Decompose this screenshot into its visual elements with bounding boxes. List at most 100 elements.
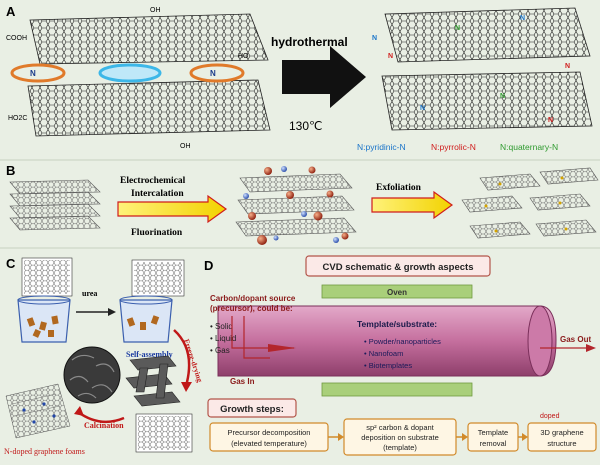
step-electrochemical-label: Electrochemical [120, 176, 186, 186]
n-atom-pyridinic-2: N [520, 15, 525, 22]
source-item-liquid: • Liquid [210, 334, 236, 343]
epoxy-highlight-center [98, 63, 162, 83]
growth-title-box [207, 398, 297, 418]
beaker-assembled-rim [119, 295, 173, 305]
go-sheet-lattice [24, 260, 70, 294]
panel-d-label: D [204, 258, 213, 273]
calcination-arrow-head [74, 406, 84, 416]
intercalated-stack [235, 166, 357, 245]
group-ho2c-label: HO2C [8, 115, 27, 122]
step-1-line-2: (elevated temperature) [231, 439, 307, 448]
n-atom-pyrrolic-2: N [388, 53, 393, 60]
n-atom-pyrrolic-3: N [548, 117, 553, 124]
foam-label: N-doped graphene foams [4, 447, 85, 456]
exfoliation-arrow [371, 190, 454, 220]
template-item-biotemplates: • Biotemplates [364, 361, 412, 370]
arrow-bottom-label: 130℃ [289, 119, 323, 133]
step-box-4 [527, 422, 597, 452]
panel-c: C urea Self-assembly [4, 256, 205, 456]
doped-label: doped [540, 413, 560, 420]
graphene-oxide-sheet-bottom [27, 79, 271, 137]
amine-n-right: N [210, 69, 216, 78]
panel-a-label: A [6, 4, 16, 19]
gas-in-label: Gas In [230, 377, 255, 386]
foam-structure [125, 355, 181, 407]
graphene-inset-lattice [138, 416, 190, 450]
go-flakes-assembled [126, 315, 160, 330]
cvd-title: CVD schematic & growth aspects [323, 262, 474, 273]
step-4-line-2: structure [547, 439, 576, 448]
oven-bottom [321, 382, 473, 397]
self-assembly-label: Self-assembly [126, 350, 173, 359]
beaker-assembled [119, 299, 173, 343]
n-atom-pyridinic-3: N [420, 105, 425, 112]
step-2-line-1: sp² carbon & dopant [366, 423, 434, 432]
source-item-solid: • Solid [210, 322, 233, 331]
amine-n-left: N [30, 69, 36, 78]
step-fluorination-label: Fluorination [131, 228, 183, 238]
go-flakes-initial [26, 315, 59, 338]
panel-a: A COOH OH HO HO2C OH N N hydrothermal 13… [6, 4, 593, 152]
panel-d: D CVD schematic & growth aspects Oven Ca… [204, 255, 597, 456]
source-title-2: (precursor), could be: [210, 304, 293, 313]
freeze-drying-arrow-head [181, 382, 192, 392]
intercalation-arrow [117, 194, 228, 224]
freeze-drying-label: Freeze-drying [182, 338, 204, 384]
panel-b: B Electrochemical Intercalation Fluorina… [6, 163, 599, 245]
sem-image [63, 346, 121, 404]
group-cooh-label: COOH [6, 35, 27, 42]
legend-pyridinic: N:pyridinic-N [357, 142, 406, 152]
source-item-gas: • Gas [210, 346, 230, 355]
n-doped-sheet-bottom [381, 71, 593, 131]
oven-label: Oven [387, 288, 407, 297]
step-3-line-1: Template [478, 428, 508, 437]
n-atom-quaternary-2: N [500, 93, 505, 100]
amine-highlight-right [189, 63, 245, 83]
hydrothermal-arrow [282, 46, 366, 108]
freeze-drying-arrow [173, 329, 191, 387]
tube-end-cap [527, 305, 553, 377]
n-atom-pyridinic-1: N [372, 35, 377, 42]
template-title: Template/substrate: [357, 319, 437, 329]
step-4-line-1: 3D graphene [540, 428, 583, 437]
step-arrow-1-head [338, 433, 344, 441]
step-1-line-1: Precursor decomposition [228, 428, 311, 437]
template-item-powder: • Powder/nanoparticles [364, 337, 441, 346]
growth-title: Growth steps: [220, 404, 284, 415]
legend-pyrrolic: N:pyrrolic-N [431, 142, 476, 152]
group-ho-label: HO [238, 53, 249, 60]
urea-arrow-head [108, 308, 116, 316]
oven-top [321, 284, 473, 299]
step-intercalation-label: Intercalation [131, 189, 184, 199]
beaker-initial-rim [17, 295, 71, 305]
template-item-nanofoam: • Nanofoam [364, 349, 403, 358]
panel-b-label: B [6, 163, 15, 178]
step-3-line-2: removal [480, 439, 507, 448]
step-2-line-3: (template) [383, 443, 417, 452]
n-atom-quaternary-1: N [455, 25, 460, 32]
group-oh-bottom-label: OH [180, 143, 191, 150]
n-atom-pyrrolic-1: N [565, 63, 570, 70]
gas-in-arrow [243, 316, 270, 359]
step-2-line-2: deposition on substrate [361, 433, 439, 442]
step-arrow-2-head [462, 433, 468, 441]
gas-in-arrow-head [268, 344, 296, 352]
exfoliated-sheets [461, 167, 599, 239]
amine-highlight-left [10, 63, 66, 83]
self-assembly-lattice [134, 262, 182, 294]
graphene-oxide-sheet-top [29, 13, 269, 65]
graphite-stack [9, 179, 101, 231]
gas-out-label: Gas Out [560, 335, 591, 344]
sem-pores [69, 354, 115, 399]
step-arrow-3-head [522, 433, 528, 441]
n-doped-foam-lattice [5, 383, 71, 439]
cvd-tube [217, 305, 557, 377]
panel-c-label: C [6, 256, 16, 271]
cvd-title-box [305, 255, 491, 277]
legend-quaternary: N:quaternary-N [500, 142, 558, 152]
calcination-label: Calcination [84, 421, 124, 430]
n-doped-sheet-top [384, 7, 591, 63]
urea-label: urea [82, 289, 97, 298]
